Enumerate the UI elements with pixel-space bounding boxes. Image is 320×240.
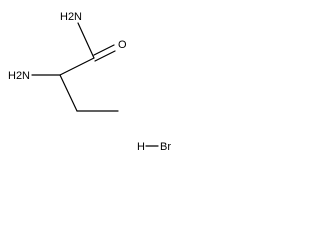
hydrogen-label: H bbox=[137, 141, 145, 153]
bond-c2-c3 bbox=[59, 74, 78, 112]
bromine-label: Br bbox=[160, 141, 171, 153]
chemical-structure-diagram: H2N O H2N H Br bbox=[8, 11, 171, 153]
bond-c2-c1 bbox=[59, 57, 95, 76]
structure-canvas: H2N O H2N H Br bbox=[0, 0, 195, 155]
carbonyl-oxygen-label: O bbox=[118, 39, 127, 51]
amide-nitrogen-label: H2N bbox=[60, 11, 82, 23]
bond-carbonyl-lower bbox=[94, 50, 116, 62]
bond-c1-amide-n bbox=[77, 22, 95, 59]
amine-nitrogen-label: H2N bbox=[8, 70, 30, 82]
bond-carbonyl-upper bbox=[93, 44, 115, 56]
